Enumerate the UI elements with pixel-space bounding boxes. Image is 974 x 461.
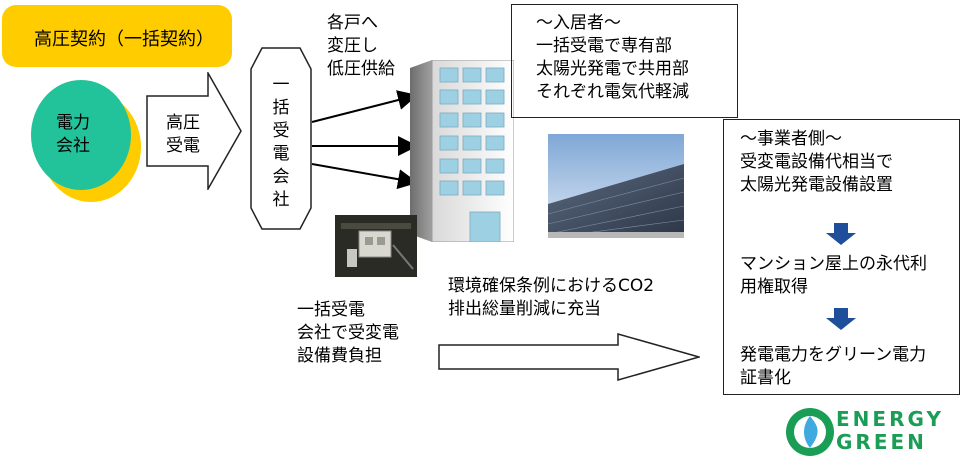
contract-label: 高圧契約（一括契約） xyxy=(34,29,214,50)
bulk-company-box xyxy=(250,47,312,230)
supply-note: 各戸へ 変圧し 低圧供給 xyxy=(327,13,395,79)
logo-wordmark: ENERGY GREEN xyxy=(836,408,944,454)
down-arrow-icon xyxy=(826,308,856,330)
residents-text: ～入居者～ 一括受電で専有部 太陽光発電で共用部 それぞれ電気代軽減 xyxy=(536,13,689,102)
bulk-company-label: 一括受電会社 xyxy=(272,75,290,210)
power-company-circle xyxy=(31,80,131,190)
down-arrow-icon xyxy=(826,223,856,245)
operator-step-1: 受変電設備代相当で 太陽光発電設備設置 xyxy=(740,152,893,195)
apartment-building-icon xyxy=(410,60,514,242)
operator-box xyxy=(723,119,960,395)
energy-green-logo xyxy=(786,408,834,456)
logo-line-1: ENERGY xyxy=(836,407,944,431)
cost-burden-note: 一括受電 会社で受変電 設備費負担 xyxy=(297,300,399,366)
contract-badge xyxy=(2,5,232,67)
logo-line-2: GREEN xyxy=(836,430,927,454)
high-voltage-arrow xyxy=(146,72,242,190)
flow-arrow xyxy=(438,333,700,381)
supply-arrows xyxy=(311,90,418,190)
substation-equipment-photo xyxy=(335,215,417,277)
operator-step-2: マンション屋上の永代利 用権取得 xyxy=(740,254,927,297)
co2-reduction-note: 環境確保条例におけるCO2 排出総量削減に充当 xyxy=(448,276,655,319)
high-voltage-label: 高圧 受電 xyxy=(166,113,200,156)
solar-roof-photo xyxy=(548,134,684,238)
residents-box xyxy=(511,4,738,118)
operator-heading: ～事業者側～ xyxy=(740,129,842,149)
power-company-label: 電力 会社 xyxy=(56,113,90,156)
operator-step-3: 発電電力をグリーン電力 証書化 xyxy=(740,345,927,388)
